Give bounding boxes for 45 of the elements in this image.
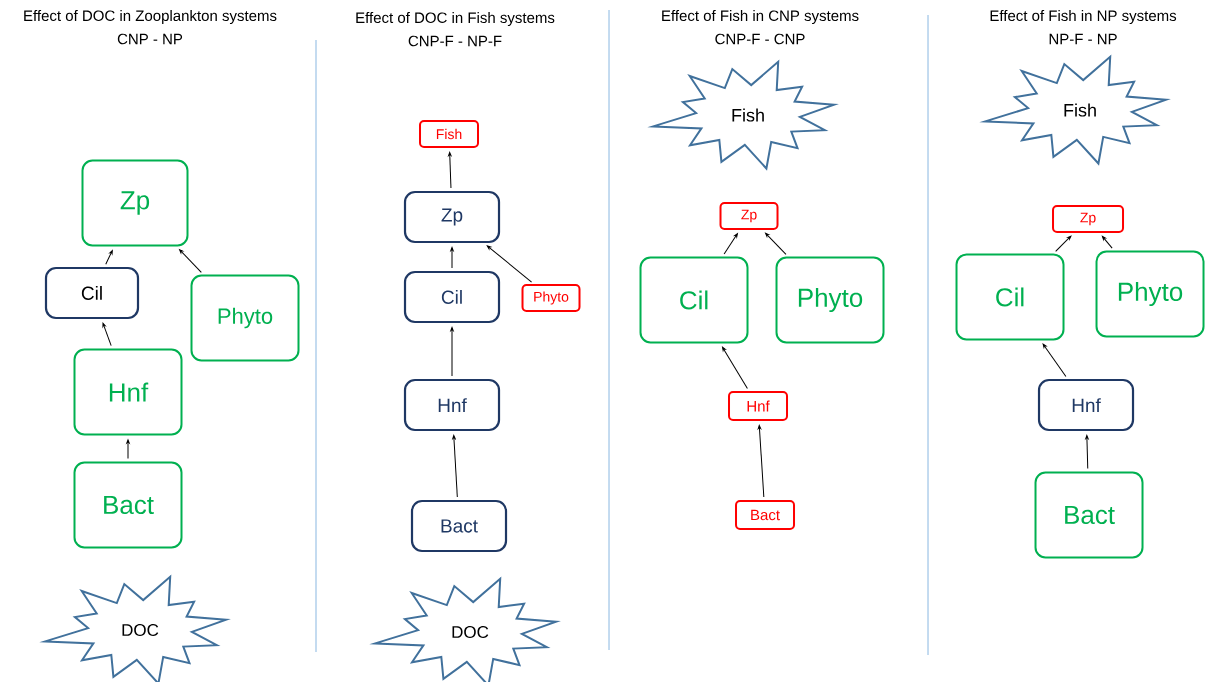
- rounded-box: Phyto: [190, 274, 300, 362]
- arrow: [757, 424, 765, 498]
- panel-title: CNP-F - NP-F: [408, 35, 502, 47]
- rounded-box: Bact: [410, 499, 508, 553]
- rounded-box: Bact: [73, 461, 183, 549]
- panel-title: Effect of DOC in Zooplankton systems: [24, 10, 277, 24]
- rounded-box: Hnf: [1037, 378, 1135, 432]
- rounded-box: Zp: [81, 159, 189, 247]
- rounded-box: Cil: [639, 256, 749, 344]
- arrow: [126, 439, 130, 459]
- arrow: [1085, 435, 1089, 469]
- arrow: [450, 247, 454, 269]
- small-box: Phyto: [521, 284, 581, 312]
- rounded-box: Zp: [403, 190, 501, 244]
- arrow: [102, 322, 112, 347]
- arrow: [722, 346, 748, 389]
- rounded-box: Phyto: [1095, 250, 1205, 338]
- panel-title: Effect of Fish in CNP systems: [662, 10, 859, 24]
- rounded-box: Phyto: [775, 256, 885, 344]
- arrow: [179, 249, 202, 273]
- small-box: Zp: [1052, 205, 1124, 233]
- rounded-box: Cil: [44, 266, 140, 320]
- rounded-box: Cil: [403, 270, 501, 324]
- panel-title: CNP - NP: [117, 33, 183, 45]
- panel-title: Effect of DOC in Fish systems: [356, 12, 555, 26]
- arrow: [486, 245, 533, 283]
- panel-title: CNP-F - CNP: [715, 33, 805, 45]
- rounded-box: Cil: [955, 253, 1065, 341]
- rounded-box: Hnf: [73, 348, 183, 436]
- arrow: [105, 250, 113, 265]
- arrow: [452, 435, 458, 498]
- arrow: [765, 232, 787, 255]
- small-box: Zp: [719, 202, 779, 230]
- arrow: [448, 151, 452, 189]
- arrow: [450, 327, 454, 377]
- rounded-box: Bact: [1034, 471, 1144, 559]
- panel-title: Effect of Fish in NP systems: [990, 10, 1177, 24]
- arrow: [1042, 343, 1067, 377]
- small-box: Fish: [419, 120, 479, 148]
- small-box: Bact: [735, 500, 795, 530]
- arrow: [1055, 235, 1072, 252]
- rounded-box: Hnf: [403, 378, 501, 432]
- small-box: Hnf: [728, 391, 788, 421]
- arrow: [723, 233, 738, 255]
- arrow: [1101, 235, 1113, 249]
